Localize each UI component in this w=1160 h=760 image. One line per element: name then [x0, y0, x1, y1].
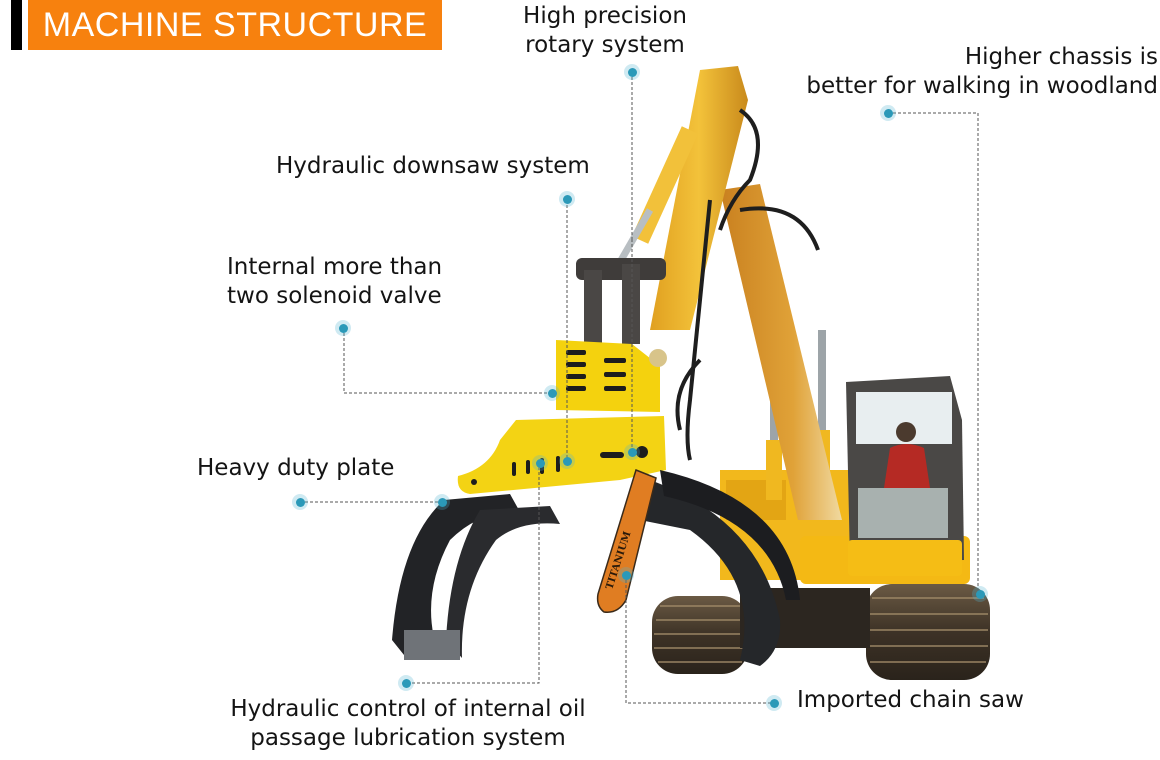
rotator-housing	[556, 340, 667, 412]
callout-line: Imported chain saw	[797, 687, 1024, 713]
callout-line: two solenoid valve	[227, 283, 442, 309]
callout-line: Heavy duty plate	[197, 455, 395, 481]
title-accent-bar	[11, 0, 22, 50]
left-track	[652, 596, 748, 674]
callout-downsaw-system: Hydraulic downsaw system	[276, 152, 590, 181]
stick-arm	[650, 66, 748, 330]
callout-line: passage lubrication system	[250, 725, 566, 751]
title-banner: MACHINE STRUCTURE	[28, 0, 442, 50]
right-track	[866, 584, 990, 680]
operator-cab	[846, 376, 964, 576]
callout-line: Hydraulic control of internal oil	[230, 696, 586, 722]
hydraulic-hoses	[675, 108, 820, 461]
arm-cylinder	[631, 126, 699, 244]
callout-line: better for walking in woodland	[806, 73, 1158, 99]
callout-higher-chassis: Higher chassis is better for walking in …	[760, 43, 1158, 101]
callout-imported-chain-saw: Imported chain saw	[797, 686, 1024, 715]
callout-lubrication-system: Hydraulic control of internal oil passag…	[200, 695, 616, 753]
callout-rotary-system: High precision rotary system	[505, 2, 705, 60]
callout-line: rotary system	[525, 32, 685, 58]
callout-line: Hydraulic downsaw system	[276, 153, 590, 179]
grapple-tines	[392, 470, 800, 666]
connector-lines	[300, 72, 979, 704]
heavy-duty-plate	[457, 416, 666, 494]
callout-line: High precision	[523, 3, 687, 29]
callout-solenoid-valve: Internal more than two solenoid valve	[227, 253, 442, 311]
rotator-linkage	[576, 258, 666, 350]
page-title: MACHINE STRUCTURE	[42, 5, 428, 44]
callout-line: Higher chassis is	[964, 44, 1158, 70]
chain-saw-bar: TITANIUM	[596, 469, 657, 613]
callout-heavy-duty-plate: Heavy duty plate	[197, 454, 394, 483]
callout-line: Internal more than	[227, 254, 443, 280]
main-boom	[720, 184, 842, 520]
